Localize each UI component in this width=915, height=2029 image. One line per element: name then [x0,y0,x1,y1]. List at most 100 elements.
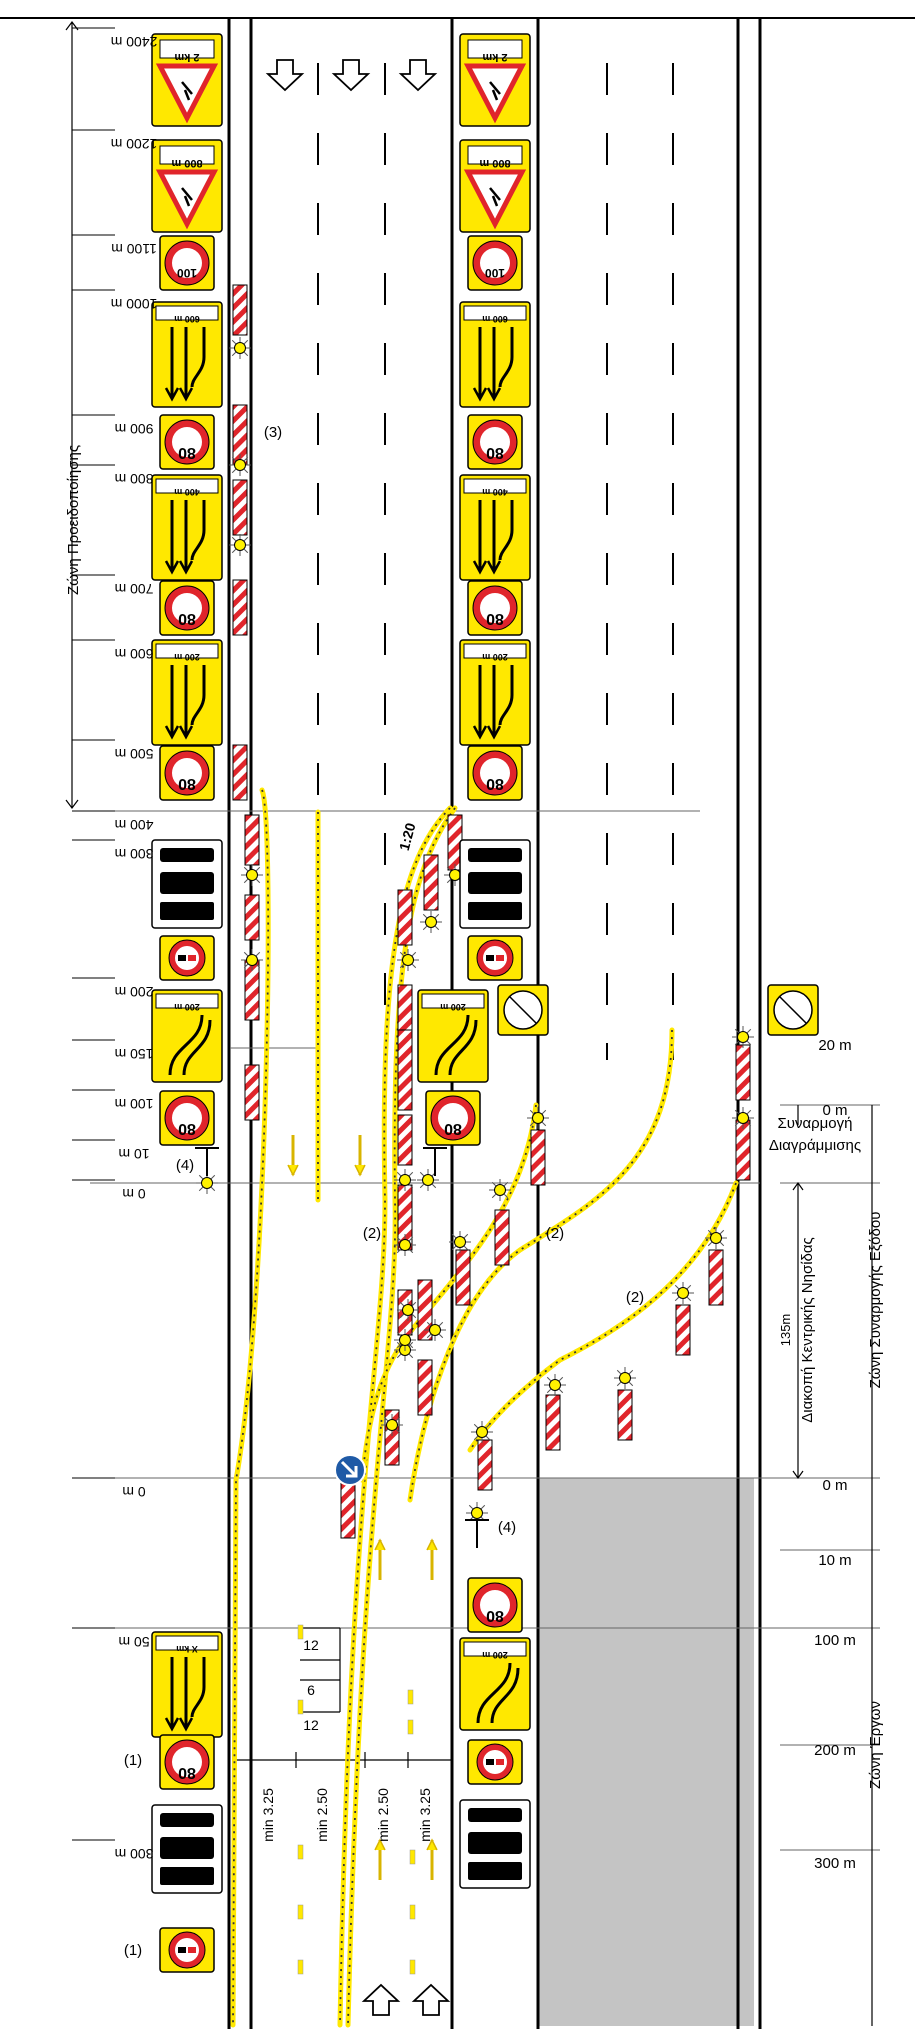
distance-label: 900 m [115,421,154,437]
no-overtaking-sign-car-a [178,1947,186,1953]
barrier-board [232,579,248,636]
warning-sign-800m-panel [467,145,523,165]
yellow-taper-1-dots [339,807,451,2026]
barrier-board [232,479,248,536]
warning-lamp-icon [614,1367,636,1389]
note-marker: (1) [124,1752,142,1769]
warning-lamp-icon [672,1282,694,1304]
distance-label: 0 m [822,1477,847,1494]
lamp-body [402,954,414,966]
barrier-board [675,1304,691,1356]
speed-limit-80-face [480,593,510,623]
lamp-ray [473,1423,479,1429]
speed-limit-100-face [172,248,202,278]
distance-label: 0 m [122,1484,145,1500]
distance-label: 600 m [115,646,154,662]
lamp-ray [473,1435,479,1441]
lamp-ray [383,1416,389,1422]
curve-sign-200m [417,989,489,1083]
barrier-board [735,1044,751,1101]
lamp-body [454,1236,466,1248]
lane-width-4: min 3.25 [417,1788,433,1842]
lamp-ray [243,548,249,554]
curve-sign-200m [151,989,223,1083]
lamp-ray [446,878,452,884]
lamp-ray [734,1040,740,1046]
lane-closure-sign-400m-panel [463,478,527,494]
zone-warning-label: Ζώνη Προειδοποίησης [65,445,82,595]
vehicle-types-sign-car [468,848,522,862]
warning-lamp-icon [229,454,251,476]
warning-lamp-icon [229,534,251,556]
lamp-ray [399,1301,405,1307]
lane-closure-sign-400m-text: 400 m [174,487,200,497]
curve-sign-200m-panel [155,993,219,1009]
lamp-ray [616,1369,622,1375]
distance-label: 100 m [814,1632,856,1649]
lamp-ray [411,1301,417,1307]
warning-lamp-icon [705,1227,727,1249]
warning-sign-2km-worker [181,81,193,101]
note-marker: (3) [264,424,282,441]
lamp-ray [255,866,261,872]
barrier-board [244,1064,260,1121]
lane-closure-sign-600m-head-1 [472,387,488,402]
lamp-ray [255,963,261,969]
curve-sign-200m-panel [421,993,485,1009]
speed-limit-80-value: 80 [178,1764,196,1781]
lamp-ray [503,1181,509,1187]
lamp-ray [734,1109,740,1115]
lamp-ray [541,1109,547,1115]
speed-limit-80-face [480,427,510,457]
speed-limit-80-face [480,1590,510,1620]
lamp-ray [426,1321,432,1327]
lamp-ray [395,1416,401,1422]
barrier-board [617,1389,633,1441]
distance-label: 800 m [115,471,154,487]
barrier-board [397,889,413,946]
distance-label: 300 m [115,846,154,862]
lamp-body [402,1304,414,1316]
yellow-dash [409,1904,416,1920]
barrier-board [232,744,248,801]
no-overtaking-sign-car-b [496,1759,504,1765]
lane-closure-sign-xkm-head-1 [164,1717,180,1732]
no-overtaking-sign-face [175,946,199,970]
lamp-ray [431,1183,437,1189]
lamp-ray [426,1333,432,1339]
lane-width-2: min 2.50 [314,1788,330,1842]
lane-closure-sign-200m-lane-3 [498,665,514,726]
distance-label: 200 m [115,984,154,1000]
yellow-crossover-3-dots [469,1182,737,1451]
lamp-ray [396,1331,402,1337]
lamp-ray [243,351,249,357]
lamp-ray [411,1313,417,1319]
speed-limit-80-face [172,1747,202,1777]
no-overtaking-sign-car-b [496,955,504,961]
vehicle-types-sign-truck [160,902,214,920]
distance-label: 0 m [822,1102,847,1119]
curve-sign-200m-curve-1 [168,1014,204,1076]
vehicle-types-sign-bus [160,1837,214,1859]
temporary-yellow-markings [230,787,739,2028]
vehicle-types-sign-car [160,848,214,862]
lamp-ray [399,1313,405,1319]
no-overtaking-sign-car-a [486,955,494,961]
lane-closure-sign-200m-head-2 [178,725,194,740]
lamp-body [399,1239,411,1251]
lamp-ray [746,1121,752,1127]
lamp-ray [628,1381,634,1387]
distance-label: 2400 m [111,34,158,50]
lamp-ray [491,1181,497,1187]
note-marker: (1) [124,1942,142,1959]
lamp-ray [411,951,417,957]
lamp-ray [243,468,249,474]
speed-limit-100-face [480,248,510,278]
warning-lamp-icon [424,1319,446,1341]
speed-limit-80-value: 80 [486,775,504,792]
warning-lamp-icon [241,949,263,971]
warning-sign-800m-text: 800 m [171,157,202,169]
vehicle-types-sign-truck [468,1862,522,1880]
lamp-ray [243,866,249,872]
lamp-body [429,1324,441,1336]
